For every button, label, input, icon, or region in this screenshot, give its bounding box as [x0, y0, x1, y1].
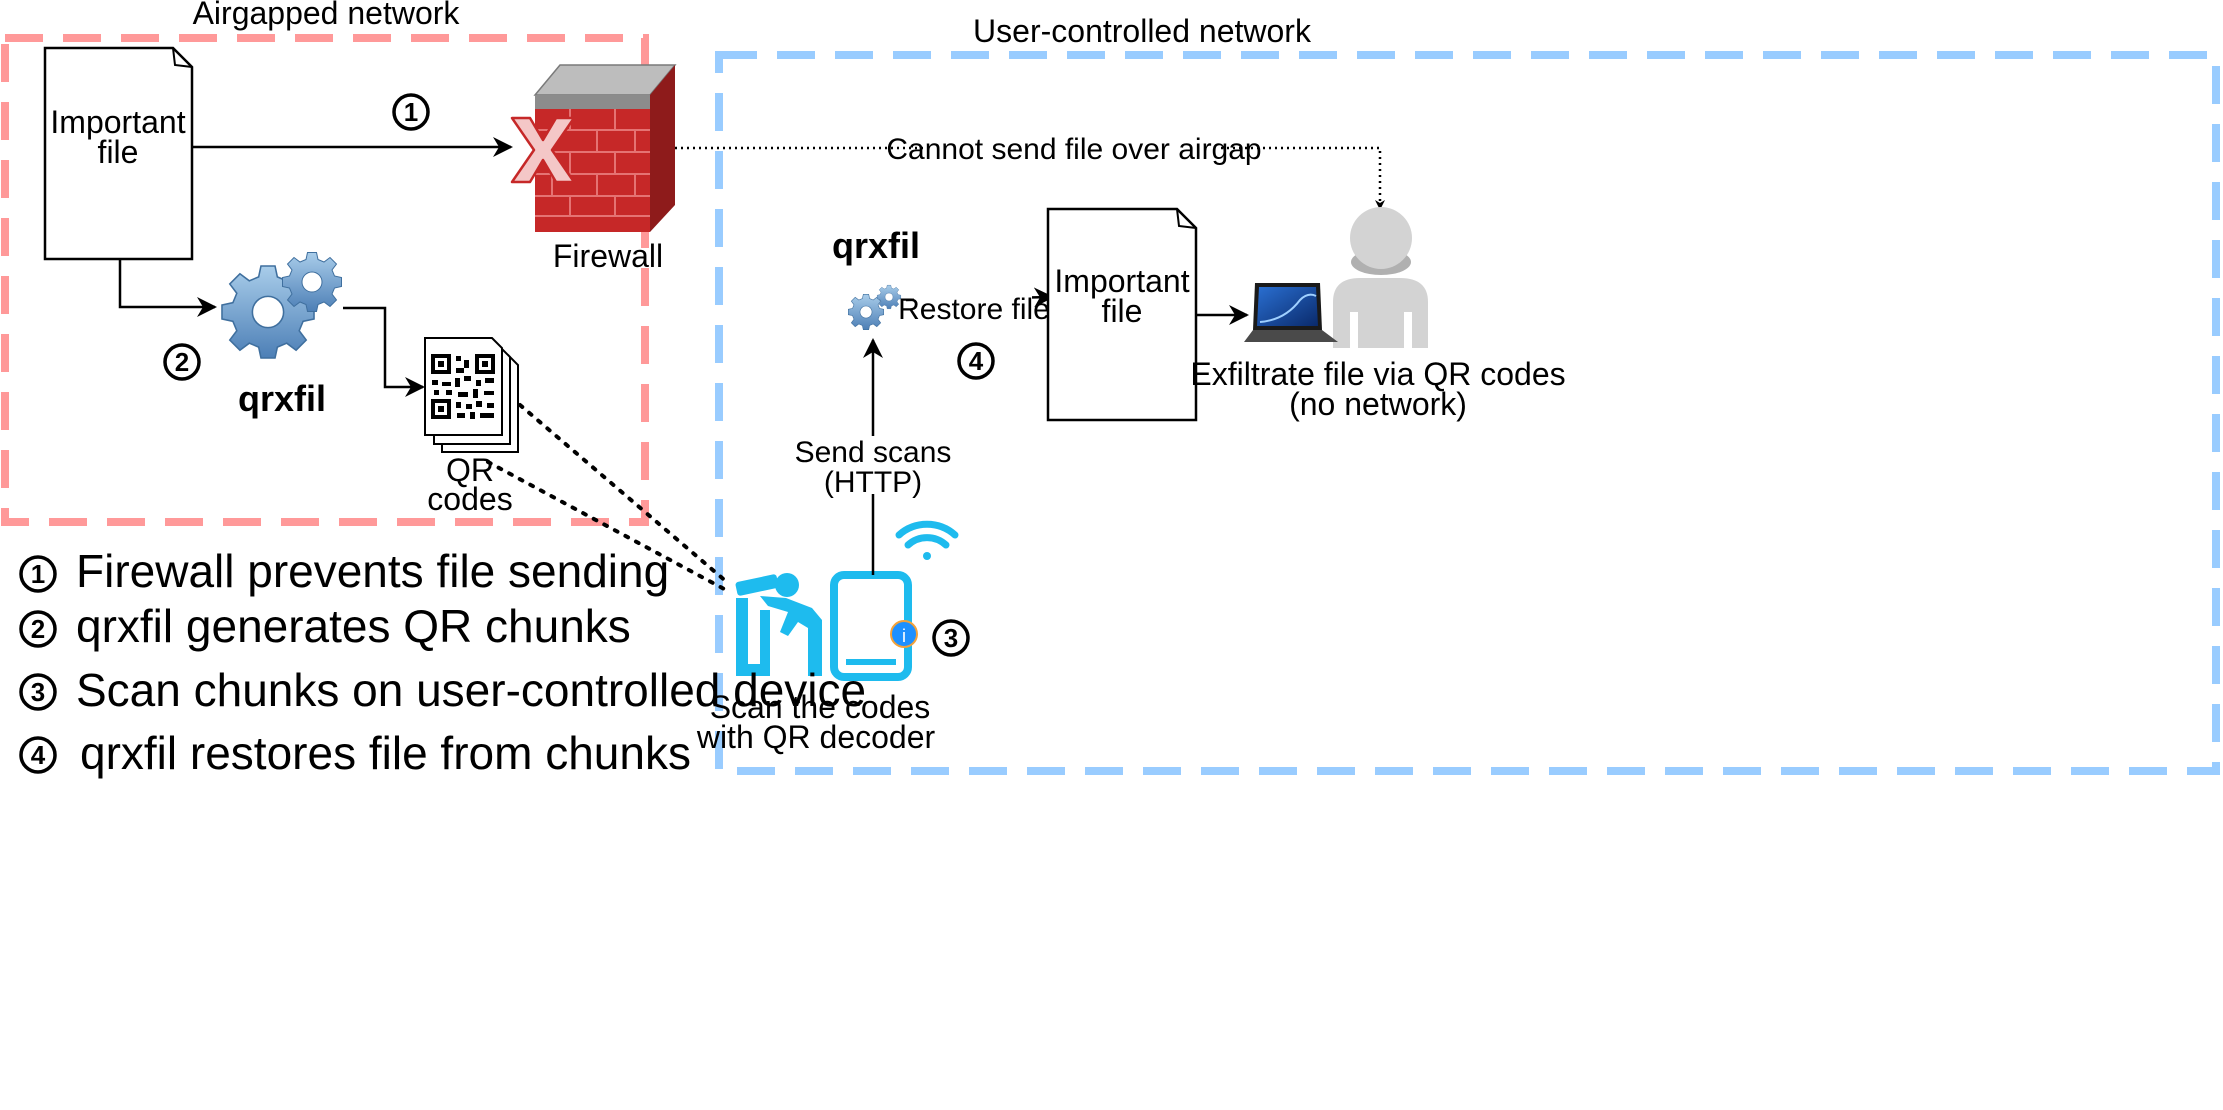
qrxfil-right-label: qrxfil — [832, 225, 920, 266]
legend: 1 Firewall prevents file sending 2 qrxfi… — [19, 545, 866, 779]
step-marker-3: 3 — [932, 619, 970, 657]
legend-item-2: 2 qrxfil generates QR chunks — [19, 600, 631, 652]
svg-text:4: 4 — [969, 346, 984, 376]
svg-text:1: 1 — [404, 97, 418, 127]
arrow-file-to-qrxfil — [118, 259, 217, 317]
arrow-qrxfil-to-qr — [343, 306, 425, 397]
firewall-label: Firewall — [553, 238, 663, 274]
user-controlled-network-label: User-controlled network — [973, 13, 1312, 49]
scan-line-upper — [518, 403, 730, 585]
send-scans-label-line2: (HTTP) — [824, 466, 922, 499]
qr-codes: QR codes — [424, 337, 519, 517]
svg-text:3: 3 — [944, 623, 958, 653]
scan-line-lower — [486, 460, 728, 592]
legend-item-3: 3 Scan chunks on user-controlled device — [19, 664, 866, 716]
svg-text:i: i — [902, 626, 906, 646]
x-mark-icon — [510, 116, 576, 184]
exfil-label-line2: (no network) — [1289, 386, 1467, 422]
laptop-icon — [1244, 283, 1338, 342]
important-file-right: Important file — [1046, 207, 1198, 422]
scan-label-line1: Scan the codes — [710, 689, 931, 725]
airgapped-network-label: Airgapped network — [193, 0, 461, 31]
scan-label-line2: with QR decoder — [696, 719, 936, 755]
send-scans-label-line1: Send scans — [795, 436, 952, 469]
file-right-label-line1: Important — [1054, 263, 1189, 299]
step-marker-4: 4 — [957, 342, 995, 380]
file-left-label-line1: Important — [50, 104, 185, 140]
file-icon — [1046, 207, 1198, 422]
legend-text-1: Firewall prevents file sending — [76, 545, 669, 597]
svg-text:1: 1 — [31, 559, 45, 589]
qr-codes-label-line2: codes — [427, 481, 512, 517]
user-icon — [1333, 207, 1428, 348]
legend-item-1: 1 Firewall prevents file sending — [19, 545, 669, 597]
file-icon — [43, 46, 194, 261]
user-controlled-network-zone — [715, 51, 2220, 775]
airgap-note-label: Cannot send file over airgap — [886, 133, 1261, 166]
svg-text:2: 2 — [31, 614, 45, 644]
scanner-device-group: i Scan the codes with QR decoder — [696, 520, 959, 755]
scanner-person-icon — [735, 573, 822, 676]
qr-codes-label-line1: QR — [446, 452, 494, 488]
svg-text:3: 3 — [31, 677, 45, 707]
smartphone-icon: i — [830, 571, 918, 681]
file-right-label-line2: file — [1102, 293, 1143, 329]
legend-text-4: qrxfil restores file from chunks — [80, 727, 691, 779]
legend-text-3: Scan chunks on user-controlled device — [76, 664, 866, 716]
important-file-left: Important file — [43, 46, 194, 261]
firewall: Firewall — [510, 64, 677, 274]
gears-icon — [221, 252, 342, 359]
exfil-label-line1: Exfiltrate file via QR codes — [1190, 356, 1565, 392]
svg-text:2: 2 — [175, 347, 189, 377]
svg-text:4: 4 — [31, 740, 46, 770]
airgap-blocked-path — [675, 146, 1385, 210]
qrxfil-restorer: qrxfil — [832, 225, 920, 331]
file-left-label-line2: file — [98, 134, 139, 170]
qrxfil-left-label: qrxfil — [238, 378, 326, 419]
user-with-laptop: Exfiltrate file via QR codes (no network… — [1190, 207, 1566, 422]
step-marker-2: 2 — [163, 343, 201, 381]
qr-code-stack-icon — [424, 337, 519, 453]
airgapped-network-zone — [1, 34, 649, 526]
step-marker-1: 1 — [392, 93, 430, 131]
legend-text-2: qrxfil generates QR chunks — [76, 600, 631, 652]
wifi-icon — [895, 520, 959, 560]
firewall-icon — [533, 64, 677, 232]
qrxfil-generator: qrxfil — [221, 252, 342, 419]
restore-file-label: Restore file — [898, 293, 1050, 326]
legend-item-4: 4 qrxfil restores file from chunks — [19, 727, 691, 779]
gears-icon — [847, 285, 901, 331]
